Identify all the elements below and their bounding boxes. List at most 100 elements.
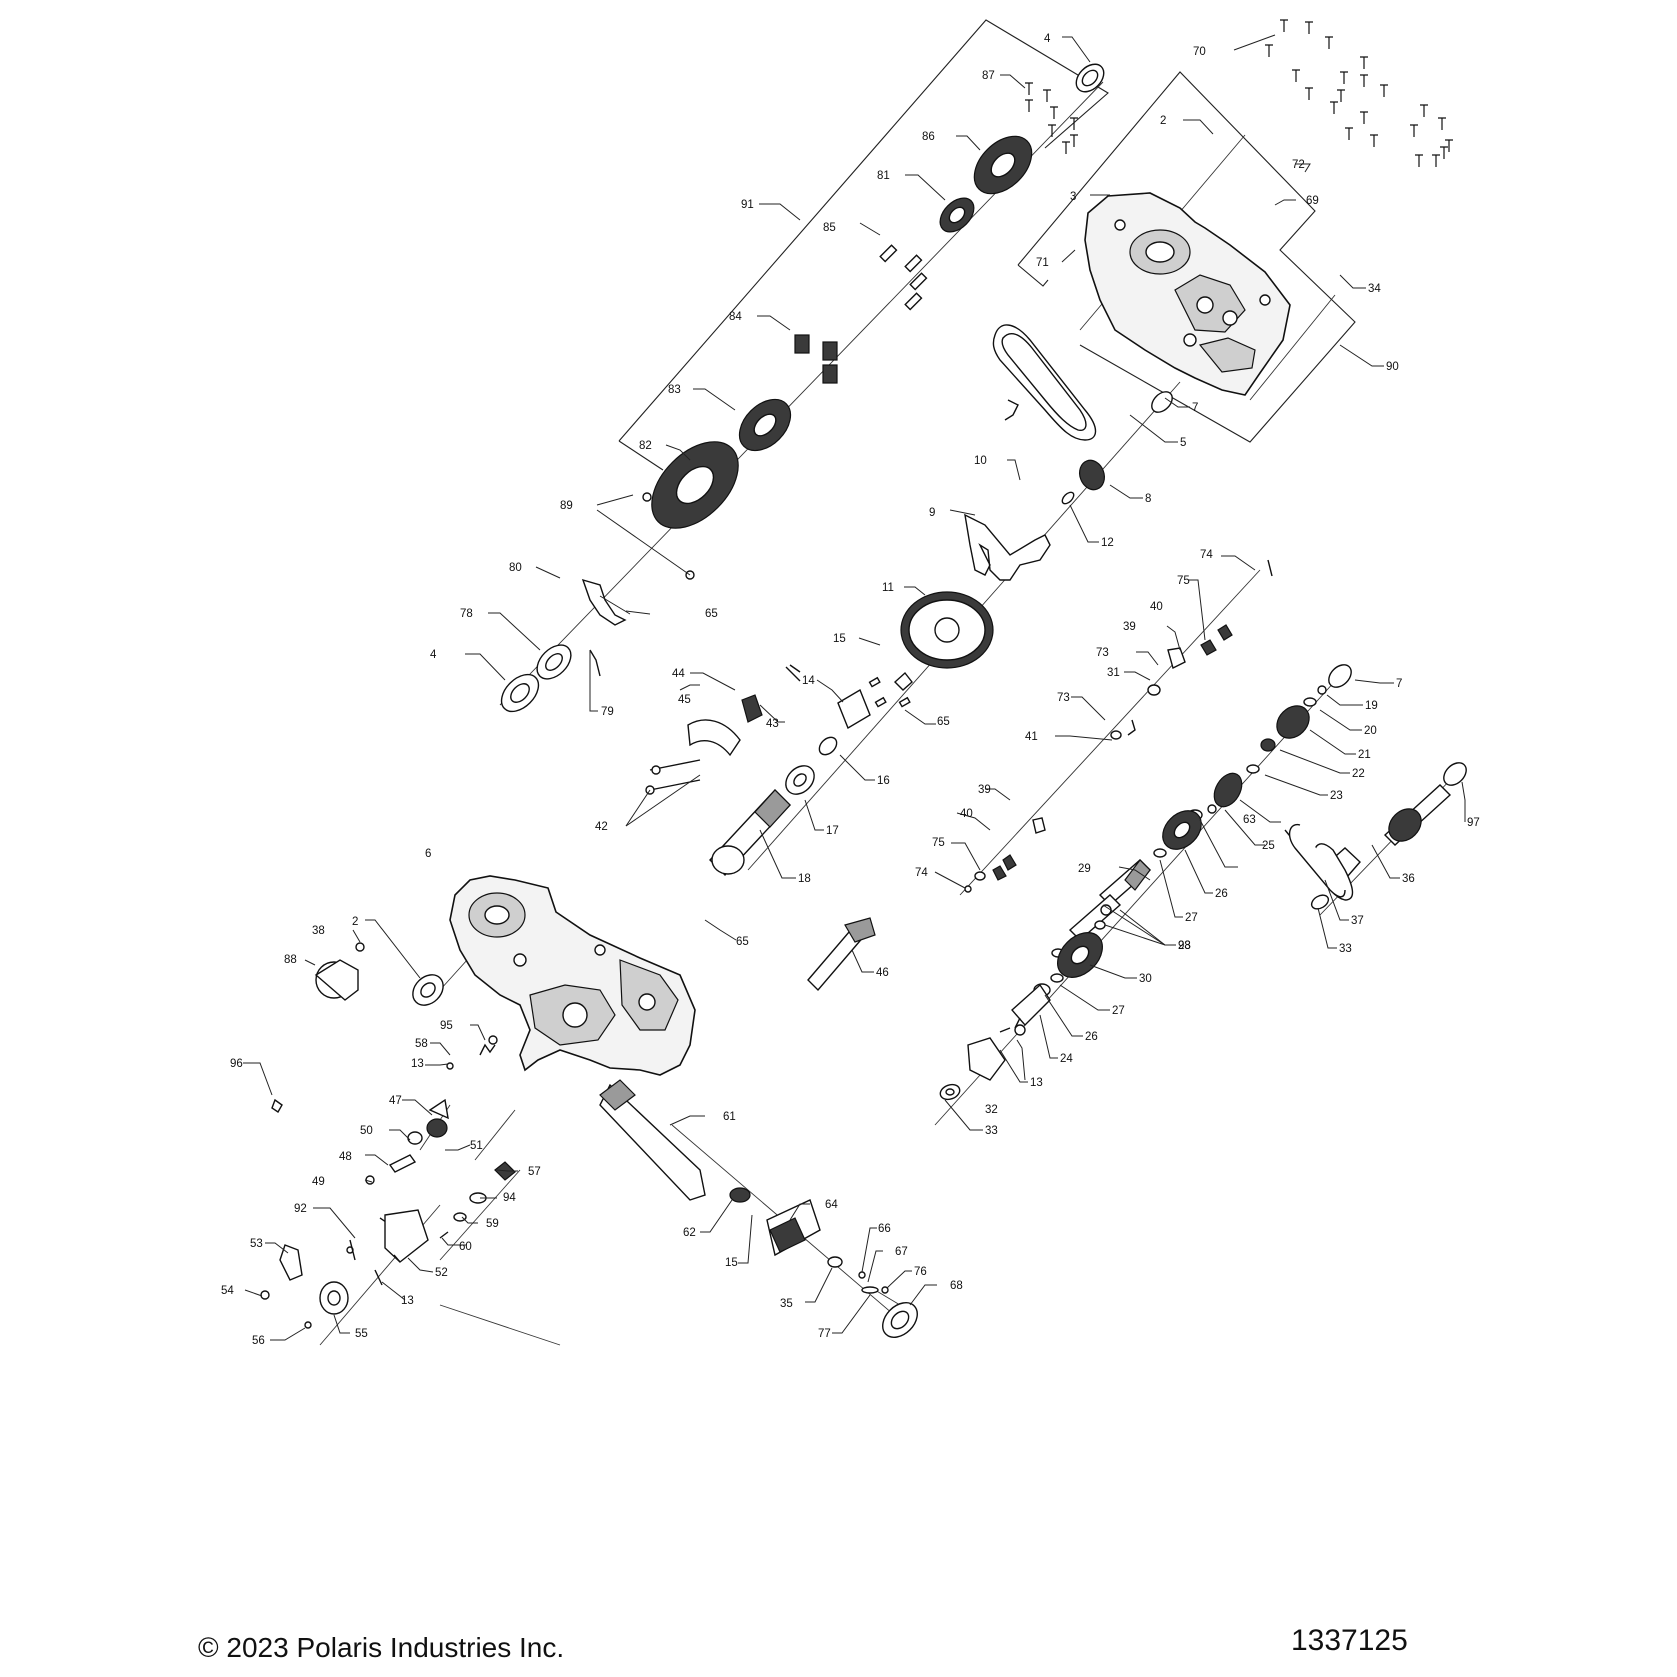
callout-73: 73 [1096, 647, 1109, 659]
callout-77: 77 [818, 1328, 831, 1340]
callout-19: 19 [1365, 700, 1378, 712]
callout-42: 42 [595, 821, 608, 833]
callout-64: 64 [825, 1199, 838, 1211]
callout-90: 90 [1386, 361, 1399, 373]
callout-33: 33 [985, 1125, 998, 1137]
callout-71: 71 [1036, 257, 1049, 269]
callout-70: 70 [1193, 46, 1206, 58]
callout-78: 78 [460, 608, 473, 620]
callout-65: 65 [736, 936, 749, 948]
callout-25: 25 [1262, 840, 1275, 852]
callout-65: 65 [937, 716, 950, 728]
callout-79: 79 [601, 706, 614, 718]
callout-13: 13 [401, 1295, 414, 1307]
callout-32: 32 [985, 1104, 998, 1116]
callout-40: 40 [1150, 601, 1163, 613]
callout-29: 29 [1078, 863, 1091, 875]
callout-66: 66 [878, 1223, 891, 1235]
callout-47: 47 [389, 1095, 402, 1107]
callout-2: 2 [1160, 115, 1166, 127]
callout-65: 65 [705, 608, 718, 620]
callout-54: 54 [221, 1285, 234, 1297]
callout-6: 6 [425, 848, 431, 860]
assembly-91-bracket [618, 19, 1109, 471]
callout-94: 94 [503, 1192, 516, 1204]
callout-13: 13 [1030, 1077, 1043, 1089]
rear-case-half [1084, 192, 1291, 396]
callout-85: 85 [823, 222, 836, 234]
front-lower-parts [260, 942, 918, 1338]
callout-45: 45 [678, 694, 691, 706]
callout-24: 24 [1060, 1053, 1073, 1065]
callout-84: 84 [729, 311, 742, 323]
callout-86: 86 [922, 131, 935, 143]
callout-87: 87 [982, 70, 995, 82]
drive-belt [992, 324, 1097, 441]
callout-4: 4 [1044, 33, 1051, 45]
callout-14: 14 [802, 675, 815, 687]
callout-28: 28 [1178, 940, 1191, 952]
callout-33: 33 [1339, 943, 1352, 955]
callout-26: 26 [1215, 888, 1228, 900]
callout-27: 27 [1112, 1005, 1125, 1017]
callout-49: 49 [312, 1176, 325, 1188]
callout-62: 62 [683, 1227, 696, 1239]
callout-34: 34 [1368, 283, 1381, 295]
callout-leaders [243, 34, 1466, 1341]
callout-92: 92 [294, 1203, 307, 1215]
callout-75: 75 [932, 837, 945, 849]
callout-95: 95 [440, 1020, 453, 1032]
callout-53: 53 [250, 1238, 263, 1250]
callout-93: 93 [1178, 940, 1191, 952]
callout-63: 63 [1243, 814, 1256, 826]
callout-4: 4 [430, 649, 437, 661]
callout-56: 56 [252, 1335, 265, 1347]
callout-88: 88 [284, 954, 297, 966]
callout-3: 3 [1070, 191, 1076, 203]
callout-labels: 2 2 3 4 4 5 6 7 7 8 9 10 11 12 13 13 13 … [221, 33, 1480, 1347]
callout-81: 81 [877, 170, 890, 182]
callout-39: 39 [978, 784, 991, 796]
callout-75: 75 [1177, 575, 1190, 587]
copyright-text: © 2023 Polaris Industries Inc. [198, 1632, 565, 1663]
callout-18: 18 [798, 873, 811, 885]
callout-72: 72 [1292, 159, 1305, 171]
callout-7: 7 [1192, 402, 1198, 414]
callout-61: 61 [723, 1111, 736, 1123]
callout-39: 39 [1123, 621, 1136, 633]
callout-74: 74 [915, 867, 928, 879]
callout-97: 97 [1467, 817, 1480, 829]
callout-26: 26 [1085, 1031, 1098, 1043]
callout-76: 76 [914, 1266, 927, 1278]
callout-5: 5 [1180, 437, 1186, 449]
callout-31: 31 [1107, 667, 1120, 679]
case-bolts [1025, 19, 1453, 167]
front-case-half [449, 875, 696, 1076]
callout-58: 58 [415, 1038, 428, 1050]
callout-37: 37 [1351, 915, 1364, 927]
callout-30: 30 [1139, 973, 1152, 985]
output-shaft-parts [939, 664, 1352, 1101]
callout-60: 60 [459, 1241, 472, 1253]
callout-91: 91 [741, 199, 754, 211]
callout-51: 51 [470, 1140, 483, 1152]
callout-73: 73 [1057, 692, 1070, 704]
callout-44: 44 [672, 668, 685, 680]
front-gear-stack [500, 63, 1105, 713]
rear-output-parts [1284, 762, 1467, 910]
callout-68: 68 [950, 1280, 963, 1292]
callout-11: 11 [882, 582, 894, 594]
callout-36: 36 [1402, 873, 1415, 885]
callout-15: 15 [725, 1257, 738, 1269]
callout-50: 50 [360, 1125, 373, 1137]
callout-52: 52 [435, 1267, 448, 1279]
drawing-number: 1337125 [1291, 1624, 1408, 1657]
middle-shaft-parts [709, 391, 1173, 877]
callout-23: 23 [1330, 790, 1343, 802]
callout-2: 2 [352, 916, 358, 928]
callout-7: 7 [1396, 678, 1402, 690]
callout-8: 8 [1145, 493, 1151, 505]
callout-46: 46 [876, 967, 889, 979]
callout-17: 17 [826, 825, 839, 837]
callout-59: 59 [486, 1218, 499, 1230]
